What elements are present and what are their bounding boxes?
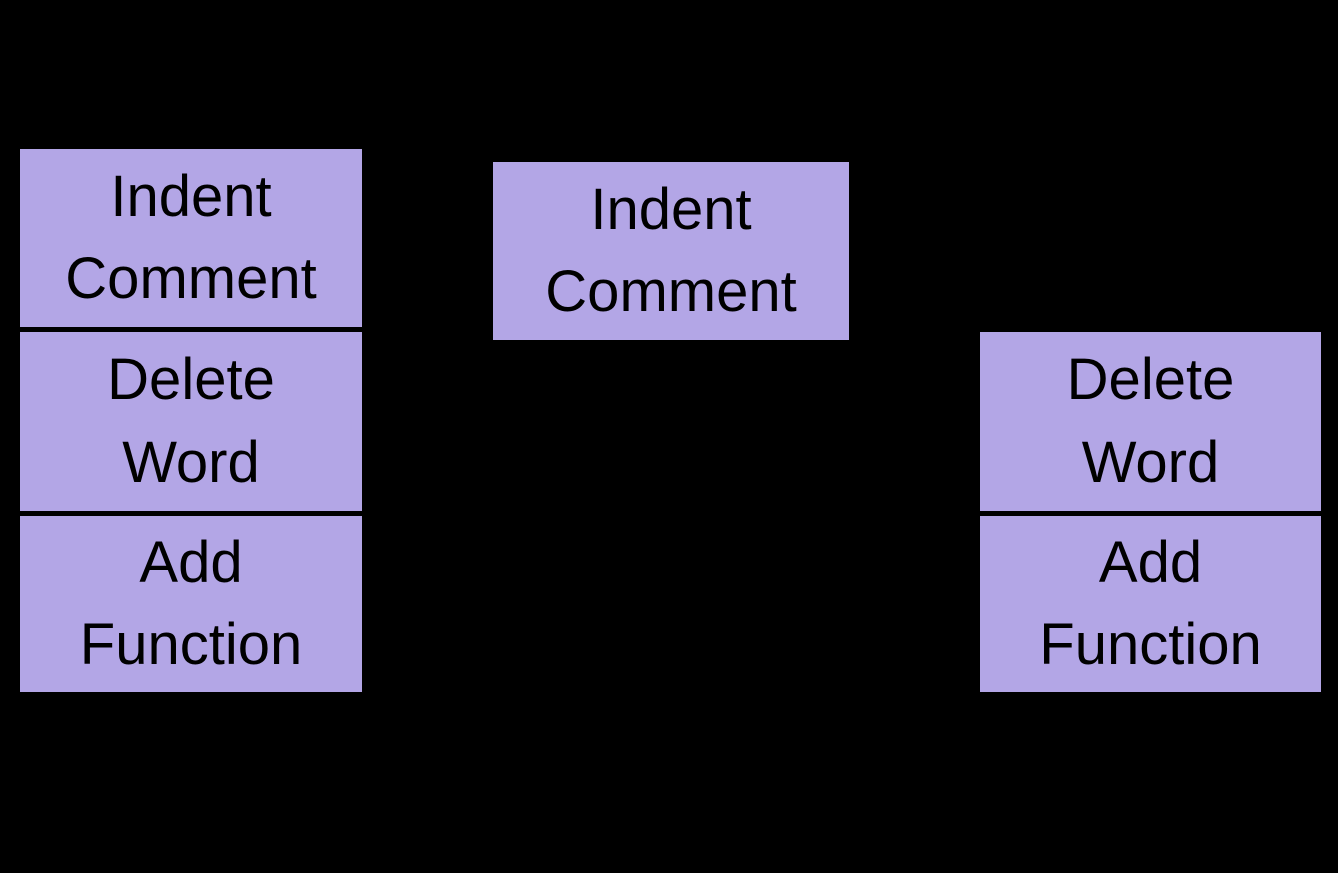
action-label-line1: Add xyxy=(1098,529,1203,595)
action-label-line2: Comment xyxy=(65,246,317,311)
action-label-line2: Comment xyxy=(545,259,797,324)
action-label-line1: Indent xyxy=(590,176,752,242)
action-box-indent-comment[interactable]: Indent Comment xyxy=(20,149,362,327)
middle-column: Indent Comment xyxy=(493,162,849,340)
action-label-line1: Delete xyxy=(1066,347,1235,413)
left-column: Indent Comment Delete Word Add Function xyxy=(20,149,362,692)
action-label-line2: Word xyxy=(122,429,260,495)
action-label-line1: Delete xyxy=(107,347,275,413)
action-box-indent-comment[interactable]: Indent Comment xyxy=(493,162,849,340)
action-label-line2: Word xyxy=(1081,429,1220,495)
action-label-line2: Function xyxy=(1039,612,1262,677)
right-column: Delete Word Add Function xyxy=(980,332,1321,692)
action-label-line1: Add xyxy=(139,529,243,595)
action-box-add-function[interactable]: Add Function xyxy=(980,516,1321,692)
action-box-delete-word[interactable]: Delete Word xyxy=(20,332,362,511)
action-label-line1: Indent xyxy=(110,163,272,229)
action-box-delete-word[interactable]: Delete Word xyxy=(980,332,1321,511)
action-label-line2: Function xyxy=(79,612,303,677)
action-box-add-function[interactable]: Add Function xyxy=(20,516,362,692)
